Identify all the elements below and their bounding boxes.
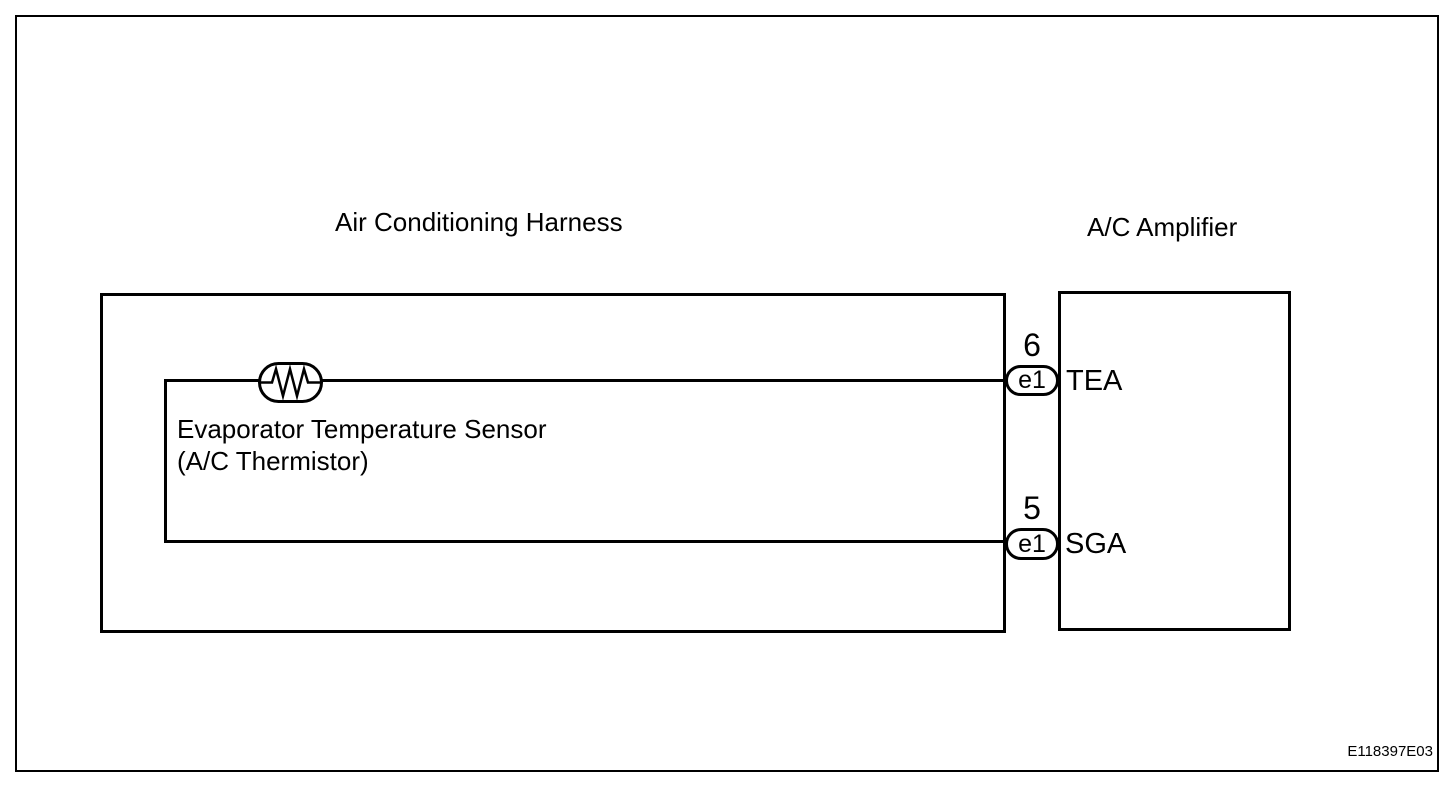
wire-tea-segment: [320, 379, 1008, 382]
sensor-label-line1: Evaporator Temperature Sensor: [177, 414, 547, 444]
connector-e1-tea-label: e1: [1018, 366, 1046, 394]
wire-sensor-left-segment: [164, 379, 260, 382]
connector-e1-sga-label: e1: [1018, 529, 1046, 558]
diagram-border: [15, 15, 1439, 772]
signal-label-sga: SGA: [1065, 528, 1127, 560]
figure-code: E118397E03: [1347, 743, 1433, 760]
pin-number-sga: 5: [1023, 490, 1041, 526]
amplifier-section-label: A/C Amplifier: [1087, 212, 1238, 242]
signal-label-tea: TEA: [1066, 365, 1123, 397]
pin-number-tea: 6: [1023, 327, 1041, 363]
harness-section-label: Air Conditioning Harness: [335, 207, 623, 237]
connector-e1-tea: e1: [1005, 365, 1059, 396]
amplifier-box: [1058, 291, 1291, 631]
sensor-label: Evaporator Temperature Sensor (A/C Therm…: [177, 413, 547, 477]
thermistor-resistor-icon: [258, 362, 323, 403]
resistor-zigzag-icon: [261, 365, 320, 400]
wire-sga-segment: [164, 540, 1008, 543]
harness-box: [100, 293, 1006, 633]
connector-e1-sga: e1: [1005, 528, 1059, 560]
sensor-label-line2: (A/C Thermistor): [177, 446, 369, 476]
wire-sensor-down-segment: [164, 379, 167, 542]
